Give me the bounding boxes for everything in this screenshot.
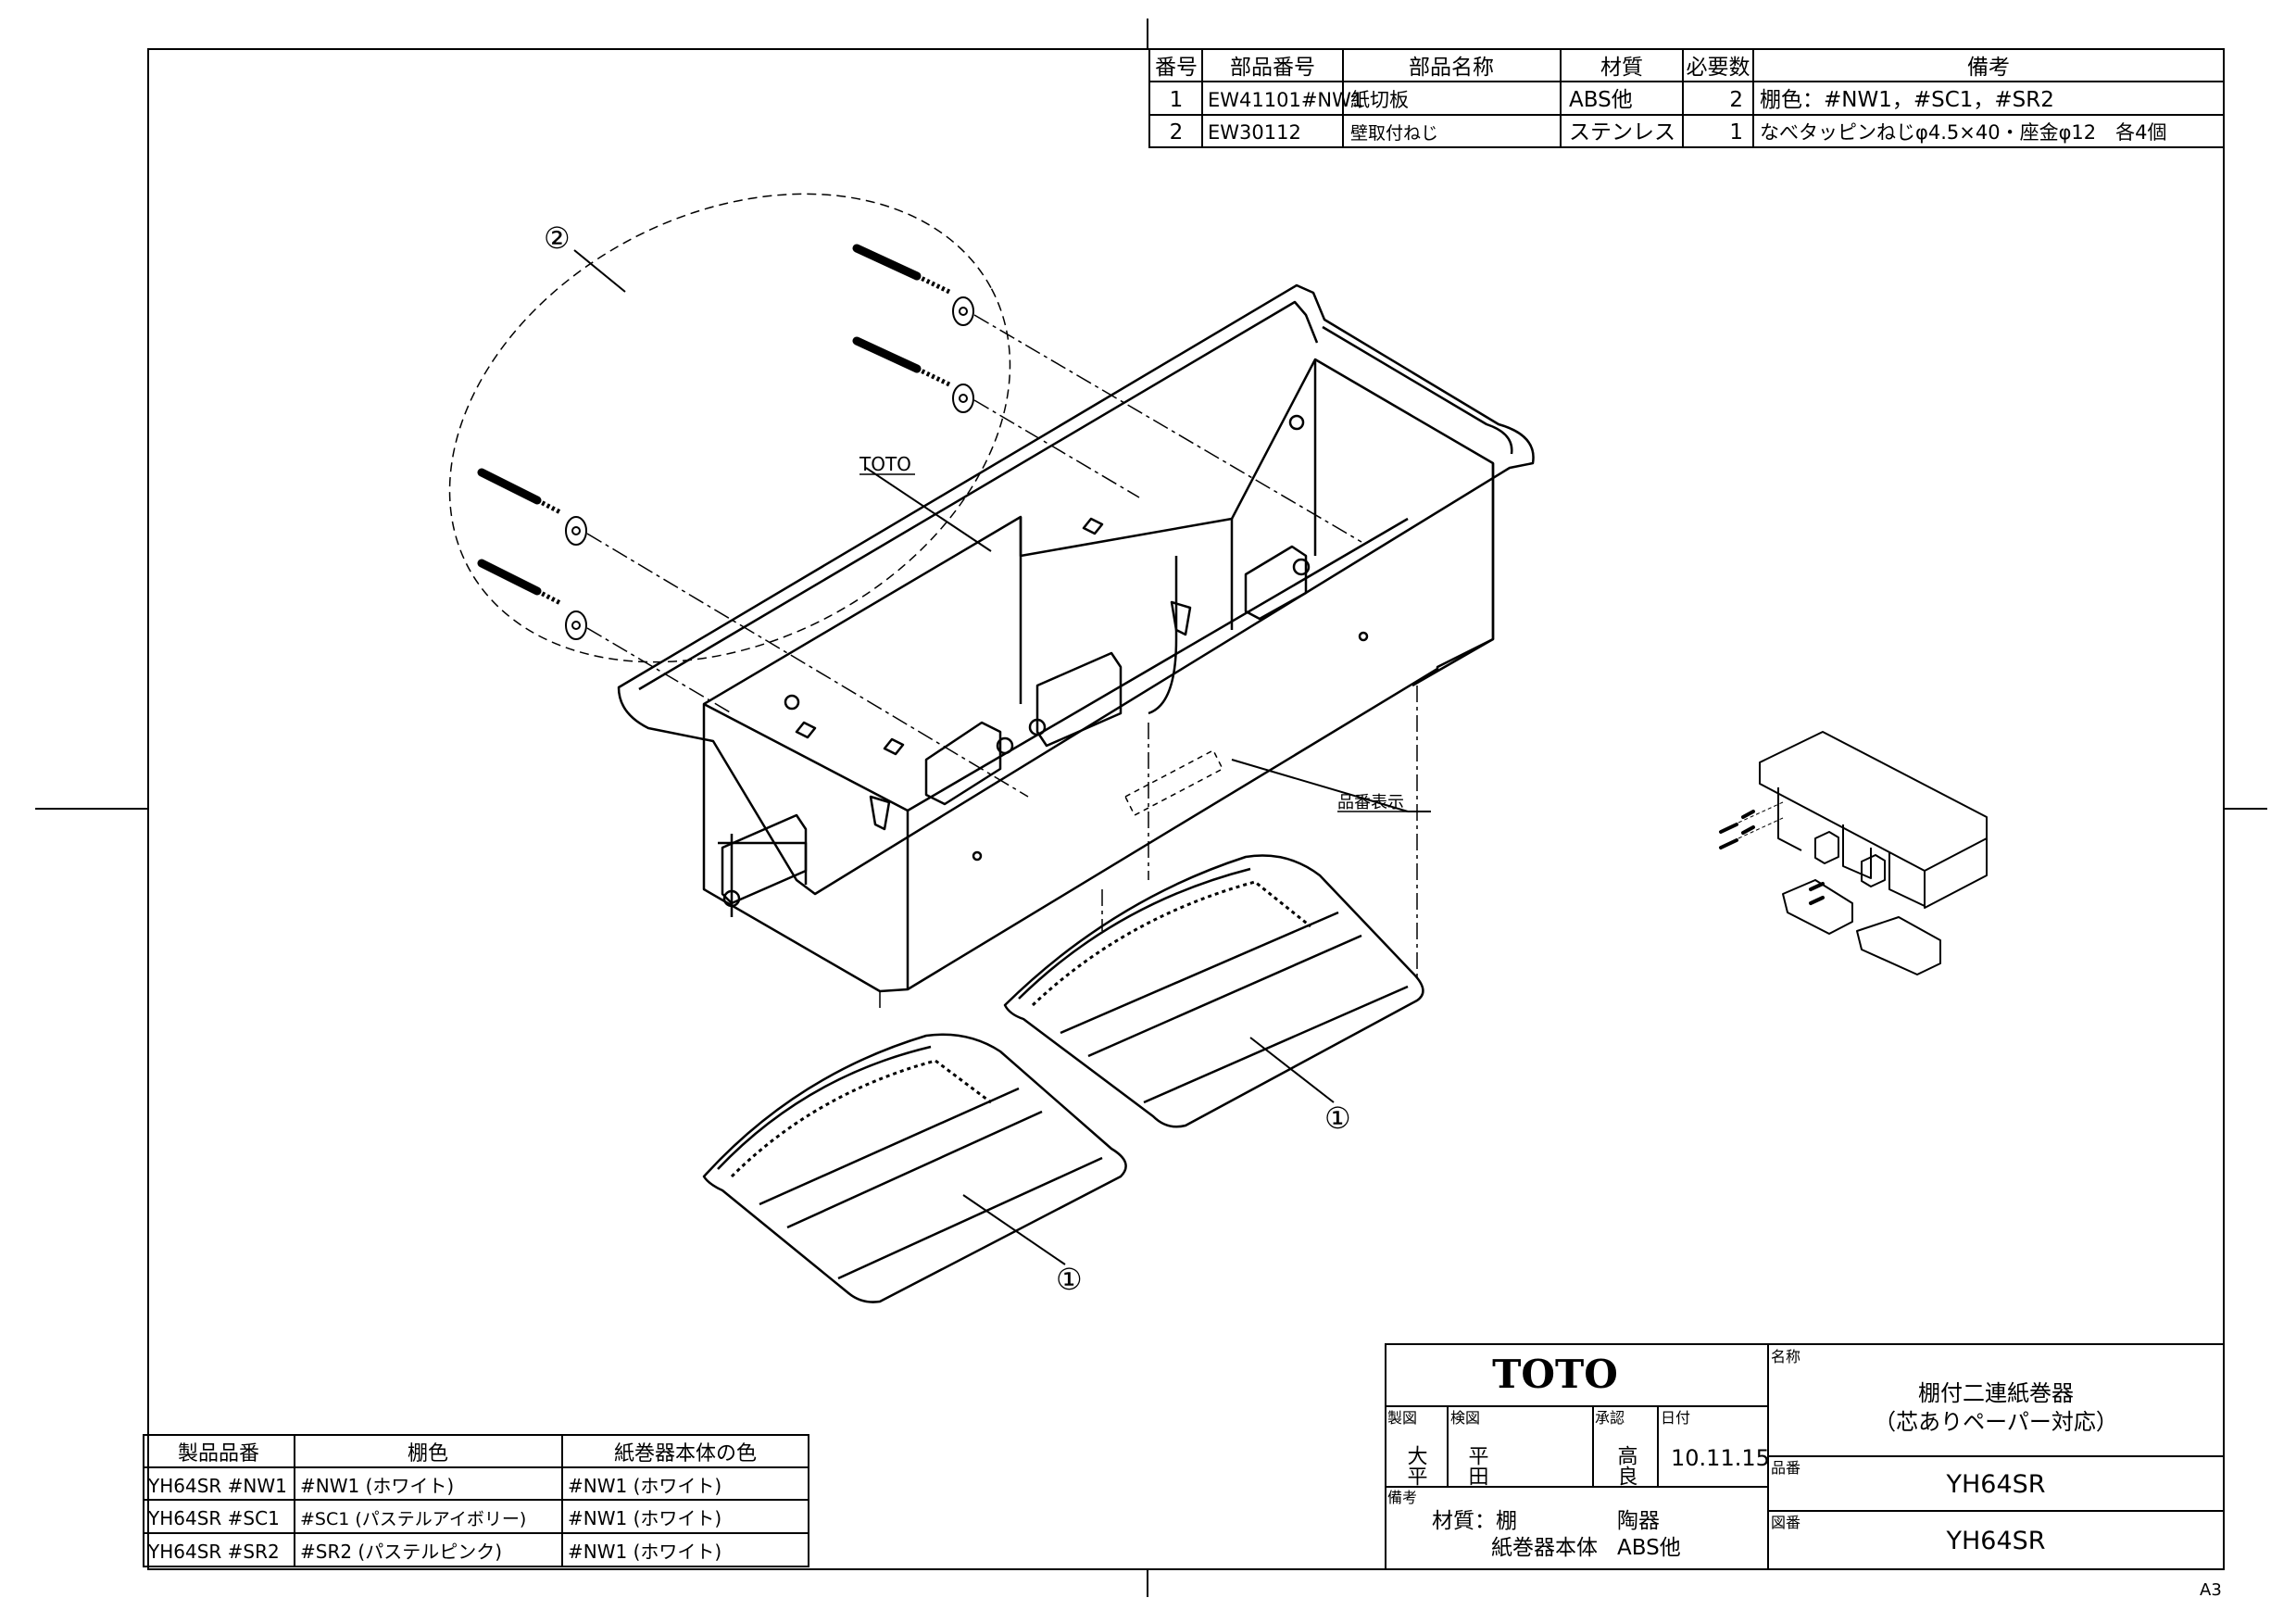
parts-row2-remarks: なべタッピンねじφ4.5×40・座金φ12 各4個 [1760, 121, 2167, 144]
product-header-hinban: 製品品番 [178, 1442, 259, 1466]
parts-header-name: 部品名称 [1409, 56, 1494, 80]
material-line2-a: 紙巻器本体 [1491, 1536, 1598, 1560]
sheet-size-label: A3 [2200, 1580, 2222, 1600]
parts-row1-material: ABS他 [1569, 88, 1633, 112]
shonin-value: 高良 [1614, 1445, 1637, 1486]
assembled-view-drawing [1759, 731, 1988, 975]
parts-header-remarks: 備考 [1967, 56, 2010, 80]
material-line1-a: 材質：棚 [1432, 1509, 1517, 1533]
zuban-label: 図番 [1771, 1514, 1800, 1531]
parts-header-material: 材質 [1600, 56, 1643, 80]
product-row2-body: #NW1 (ホワイト) [568, 1507, 721, 1529]
product-header-body-color: 紙巻器本体の色 [614, 1442, 757, 1466]
product-table [143, 1434, 809, 1567]
kenzu-value: 平田 [1465, 1445, 1488, 1486]
product-row2-tanairo: #SC1 (パステルアイボリー) [300, 1509, 526, 1529]
parts-row2-material: ステンレス [1569, 120, 1675, 145]
parts-row2-no: 2 [1170, 120, 1184, 145]
callout-part-2: ② [544, 220, 571, 256]
product-name-line2: （芯ありペーパー対応） [1874, 1409, 2118, 1435]
seizu-label: 製図 [1387, 1409, 1417, 1427]
material-line1-b: 陶器 [1617, 1509, 1660, 1533]
material-line2-b: ABS他 [1617, 1536, 1681, 1560]
holder-body [702, 358, 1495, 993]
screw-2 [852, 336, 974, 413]
product-header-tanairo: 棚色 [408, 1442, 448, 1466]
shelf-top [617, 283, 1535, 896]
product-row2-hinban: YH64SR #SC1 [147, 1507, 280, 1529]
screw-1 [852, 244, 974, 326]
toto-logo: TOTO [1492, 1352, 1618, 1397]
product-row1-hinban: YH64SR #NW1 [147, 1475, 287, 1497]
screw-group-ellipse [448, 193, 1011, 663]
shonin-label: 承認 [1595, 1409, 1625, 1427]
parts-row1-qty: 2 [1729, 88, 1743, 112]
callout-part-1-back: ① [1324, 1101, 1351, 1136]
assembled-view-lines [1738, 801, 1784, 839]
toto-mark-label: TOTO [859, 453, 911, 475]
parts-header-no: 番号 [1155, 56, 1198, 80]
parts-table-text: 番号 部品番号 部品名称 材質 必要数 備考 1 EW41101#NW1 紙切板… [1155, 56, 2167, 145]
screw-4 [477, 559, 587, 640]
drawing-frame [35, 19, 2267, 1597]
product-name-line1: 棚付二連紙巻器 [1918, 1380, 2074, 1406]
title-block [1385, 1343, 2225, 1570]
screw-3 [477, 468, 587, 546]
parts-row1-no: 1 [1170, 88, 1184, 112]
assembled-view-screws [1719, 810, 1825, 905]
wall-screws-group [477, 244, 974, 640]
callouts [573, 249, 1431, 1265]
parts-header-qty: 必要数 [1687, 56, 1750, 80]
parts-row2-qty: 1 [1729, 120, 1743, 145]
kenzu-label: 検図 [1450, 1409, 1480, 1427]
hinban-label: 品番 [1771, 1459, 1800, 1477]
biko-label: 備考 [1387, 1489, 1417, 1506]
name-label: 名称 [1771, 1348, 1800, 1365]
hinban-hyoji-label: 品番表示 [1337, 793, 1404, 812]
shelf-assembly-drawing [617, 283, 1535, 993]
parts-header-partno: 部品番号 [1230, 56, 1315, 80]
zuban-value: YH64SR [1945, 1527, 2045, 1555]
parts-row1-remarks: 棚色：#NW1，#SC1，#SR2 [1760, 88, 2054, 112]
paper-cutter-plate-back [1003, 854, 1424, 1128]
parts-row1-partno: EW41101#NW1 [1208, 89, 1363, 111]
product-row3-body: #NW1 (ホワイト) [568, 1541, 721, 1563]
parts-row2-name: 壁取付ねじ [1350, 123, 1438, 144]
paper-cutter-plate-front [702, 1033, 1127, 1303]
date-value: 10.11.15 [1671, 1445, 1770, 1471]
callout-labels: ② ① ① TOTO 品番表示 [544, 220, 1408, 1297]
date-label: 日付 [1661, 1409, 1690, 1427]
product-row1-body: #NW1 (ホワイト) [568, 1475, 721, 1497]
hinban-value: YH64SR [1945, 1470, 2045, 1499]
seizu-value: 大平 [1404, 1445, 1428, 1486]
product-row1-tanairo: #NW1 (ホワイト) [300, 1475, 454, 1497]
product-row3-hinban: YH64SR #SR2 [147, 1541, 280, 1563]
title-block-text: TOTO 製図 大平 検図 平田 承認 高良 日付 10.11.15 備考 材質… [1387, 1348, 2118, 1560]
parts-row2-partno: EW30112 [1208, 121, 1301, 144]
parts-table [1148, 48, 2225, 148]
parts-row1-name: 紙切板 [1350, 89, 1409, 111]
construction-lines [448, 193, 1418, 1010]
product-table-text: 製品品番 棚色 紙巻器本体の色 YH64SR #NW1 #NW1 (ホワイト) … [147, 1442, 757, 1563]
callout-part-1-front: ① [1056, 1262, 1083, 1297]
product-row3-tanairo: #SR2 (パステルピンク) [300, 1541, 502, 1563]
